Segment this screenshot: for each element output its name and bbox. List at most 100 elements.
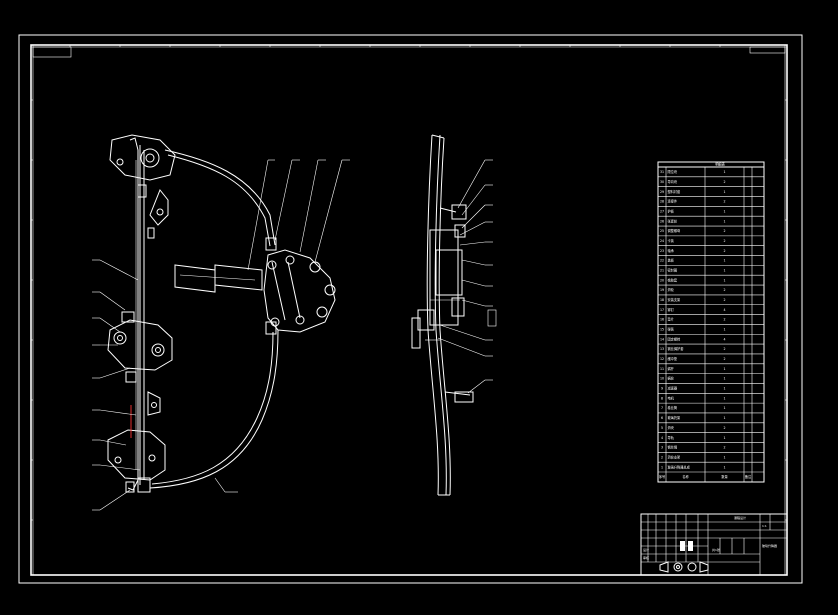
bom-cell: 轴承 xyxy=(668,248,675,253)
sheet-frame xyxy=(18,34,803,584)
bom-cell: 钢丝绳 xyxy=(668,445,678,450)
bom-footer-cell: 序号 xyxy=(659,474,665,479)
bom-cell: 护板 xyxy=(668,208,675,213)
bom-cell: 11 xyxy=(660,367,664,371)
bom-cell: 31 xyxy=(660,170,664,174)
bom-footer-cell: 名称 xyxy=(682,474,689,479)
bom-cell: 缓冲垫 xyxy=(668,356,678,361)
title-block-scale: 1:1 xyxy=(762,524,767,528)
top-pulley-bracket[interactable] xyxy=(109,134,176,239)
bom-header: 明细表 xyxy=(715,162,725,167)
bom-cell: 2 xyxy=(723,298,725,302)
bom-cell: 橡胶套 xyxy=(668,277,678,282)
bom-cell: 1 xyxy=(723,387,725,391)
bom-cell: 1 xyxy=(723,406,725,410)
glass-rail-profile[interactable] xyxy=(426,134,451,496)
bom-cell: 1 xyxy=(723,259,725,263)
bom-cell: 玻璃托架 xyxy=(668,415,682,420)
bom-cell: 1 xyxy=(723,190,725,194)
bom-cell: 玻璃升降器总成 xyxy=(668,464,691,469)
bom-cell: 29 xyxy=(660,190,664,194)
bom-cell: 14 xyxy=(660,337,664,341)
title-block-checker: 审核 xyxy=(643,555,649,560)
bom-cell: 2 xyxy=(723,446,725,450)
bom-cell: 1 xyxy=(661,465,663,469)
bom-cell: 8 xyxy=(661,396,663,400)
bom-cell: 导轨 xyxy=(668,435,675,440)
bom-cell: 钢丝绳护套 xyxy=(668,346,685,351)
bom-cell: 1 xyxy=(723,269,725,273)
bom-cell: 7 xyxy=(661,406,663,410)
bom-cell: 1 xyxy=(723,455,725,459)
bom-cell: 2 xyxy=(723,249,725,253)
bom-cell: 16 xyxy=(660,318,664,322)
bom-cell: 1 xyxy=(723,396,725,400)
bom-cell: 1 xyxy=(723,367,725,371)
bom-cell: 19 xyxy=(660,288,664,292)
bom-cell: 安装支架 xyxy=(668,297,682,302)
cable-upper[interactable] xyxy=(164,149,276,247)
bom-cell: 22 xyxy=(660,259,664,263)
side-view[interactable] xyxy=(411,134,497,496)
bottom-pulley-bracket[interactable] xyxy=(107,429,166,493)
bom-cell: 13 xyxy=(660,347,664,351)
bom-cell: 1 xyxy=(723,436,725,440)
bom-cell: 2 xyxy=(661,455,663,459)
bom-cell: 弹簧 xyxy=(668,327,675,332)
bom-cell: 盖板 xyxy=(668,258,675,263)
guide-rail[interactable] xyxy=(127,137,145,491)
bom-cell: 2 xyxy=(723,200,725,204)
bom-cell: 1 xyxy=(723,328,725,332)
bom-cell: 垫片 xyxy=(668,317,674,322)
bom-cell: 张紧轮 xyxy=(668,218,678,223)
bom-cell: 2 xyxy=(723,180,725,184)
title-block[interactable]: 课程设计 1:1 玻璃升降器 共1张 设计 审核 xyxy=(640,513,788,576)
bom-cell: 减速器 xyxy=(668,386,678,391)
bom-cell: 4 xyxy=(723,308,725,312)
bom-cell: 滑轮 xyxy=(668,287,675,292)
bom-cell: 20 xyxy=(660,278,664,282)
bom-cell: 蜗轮 xyxy=(668,376,675,381)
middle-slider-bracket[interactable] xyxy=(107,311,173,416)
bom-cell: 17 xyxy=(660,308,664,312)
bom-cell: 1 xyxy=(723,278,725,282)
bom-cell: 2 xyxy=(723,288,725,292)
bom-cell: 1 xyxy=(723,416,725,420)
title-block-drawing-name: 玻璃升降器 xyxy=(762,543,777,548)
motor-regulator-housing[interactable] xyxy=(174,237,336,335)
title-block-designer: 设计 xyxy=(643,547,649,552)
bom-cell: 9 xyxy=(661,387,663,391)
bom-cell: 12 xyxy=(660,357,664,361)
bom-cell: 28 xyxy=(660,200,664,204)
bom-cell: 26 xyxy=(660,219,664,223)
bom-cell: 2 xyxy=(723,239,725,243)
cable-lower[interactable] xyxy=(149,329,279,489)
bom-cell: 27 xyxy=(660,209,664,213)
bom-cell: 6 xyxy=(661,416,663,420)
bom-cell: 调整螺母 xyxy=(668,228,681,233)
bom-cell: 固定螺栓 xyxy=(668,336,682,341)
bom-cell: 1 xyxy=(723,219,725,223)
bom-cell: 1 xyxy=(723,377,725,381)
bom-cell: 卡簧 xyxy=(668,238,675,243)
title-block-school: 课程设计 xyxy=(734,515,746,520)
title-block-sheet: 共1张 xyxy=(712,547,720,552)
bom-cell: 24 xyxy=(660,239,664,243)
bom-cell: 2 xyxy=(723,347,725,351)
bom-cell: 滑块 xyxy=(668,425,675,430)
bom-cell: 2 xyxy=(723,426,725,430)
bom-cell: 滑轮支架 xyxy=(668,454,682,459)
front-view[interactable] xyxy=(92,134,350,511)
bom-cell: 电机 xyxy=(668,395,675,400)
bom-cell: 5 xyxy=(661,426,663,430)
bom-footer-cell: 数量 xyxy=(721,474,728,479)
bom-cell: 30 xyxy=(660,180,664,184)
bom-cell: 2 xyxy=(723,357,725,361)
bom-cell: 21 xyxy=(660,269,664,273)
bom-cell: 18 xyxy=(660,298,664,302)
bom-cell: 限位块 xyxy=(668,169,678,174)
side-mechanism[interactable] xyxy=(411,204,474,403)
